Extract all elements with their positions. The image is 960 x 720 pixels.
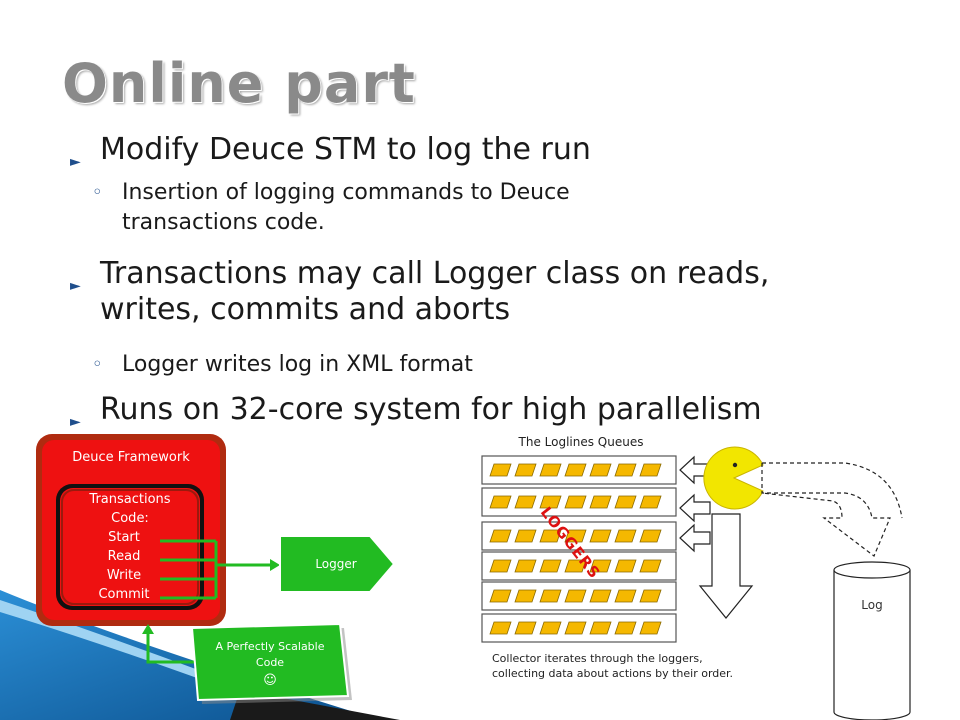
queue-log-block — [564, 621, 587, 635]
left-arrow-icon — [679, 493, 711, 523]
code-line: Code: — [111, 511, 149, 526]
queue-log-block — [589, 559, 612, 573]
queue-log-block — [639, 463, 662, 477]
framework-label: Deuce Framework — [72, 450, 190, 465]
sub-bullet-line: transactions code. — [122, 210, 325, 235]
scalable-line: Code — [256, 656, 284, 669]
queue-log-block — [514, 621, 537, 635]
queues-title: The Loglines Queues — [518, 435, 644, 449]
bullet-arrow-icon: ► — [70, 414, 81, 430]
queue-log-block — [564, 463, 587, 477]
smiley-icon: ☺ — [263, 673, 277, 688]
queue-log-block — [639, 559, 662, 573]
queue-log-block — [514, 463, 537, 477]
bullet-line: Runs on 32-core system for high parallel… — [100, 392, 762, 427]
queue-log-block — [589, 463, 612, 477]
queue-log-block — [489, 495, 512, 509]
collector-note-line: collecting data about actions by their o… — [492, 667, 733, 680]
code-line: Transactions — [88, 492, 170, 507]
queue-log-block — [589, 589, 612, 603]
queue-log-block — [514, 559, 537, 573]
slide-title: Online part — [62, 52, 416, 115]
bullet-line: writes, commits and aborts — [100, 292, 511, 327]
sub-bullet-text: Logger writes log in XML format — [122, 350, 473, 380]
bullet-line: Transactions may call Logger class on re… — [100, 256, 770, 291]
queue-log-block — [539, 589, 562, 603]
queue-log-block — [589, 621, 612, 635]
dashed-curved-arrow — [761, 462, 903, 557]
bullet-arrow-icon: ► — [70, 154, 81, 170]
left-arrow-icon — [679, 523, 711, 553]
queue-log-block — [564, 559, 587, 573]
code-line: Write — [107, 568, 141, 583]
queue-log-block — [639, 589, 662, 603]
code-line: Read — [108, 549, 141, 564]
queue-log-block — [514, 495, 537, 509]
queue-log-block — [564, 589, 587, 603]
queue-log-block — [614, 495, 637, 509]
queue-log-block — [539, 495, 562, 509]
queue-log-block — [489, 559, 512, 573]
queue-log-block — [539, 529, 562, 543]
scalable-code-node: A Perfectly Scalable Code ☺ — [190, 622, 352, 704]
sub-bullet-ring-icon: ◦ — [92, 182, 103, 203]
queue-log-block — [614, 529, 637, 543]
sub-bullet-line: Insertion of logging commands to Deuce — [122, 180, 570, 205]
queue-log-block — [489, 529, 512, 543]
queue-log-block — [589, 495, 612, 509]
queue-log-block — [514, 589, 537, 603]
bullet-text: Transactions may call Logger class on re… — [100, 256, 769, 328]
log-label: Log — [861, 598, 882, 612]
queue-log-block — [639, 495, 662, 509]
down-arrow-icon — [698, 513, 754, 619]
queue-log-block — [564, 495, 587, 509]
loglines-queues — [481, 455, 677, 643]
sub-bullet-text: Insertion of logging commands to Deuce t… — [122, 178, 570, 238]
queue-log-block — [489, 621, 512, 635]
queue-log-block — [614, 589, 637, 603]
code-line: Commit — [98, 587, 149, 602]
queue-log-block — [539, 463, 562, 477]
logger-node: Logger — [279, 535, 396, 593]
sub-bullet-line: Logger writes log in XML format — [122, 352, 473, 377]
logger-label: Logger — [315, 557, 356, 571]
queue-log-block — [639, 529, 662, 543]
queue-log-block — [614, 621, 637, 635]
queue-log-block — [614, 559, 637, 573]
bullet-text: Runs on 32-core system for high parallel… — [100, 392, 762, 428]
pointer-arrows — [679, 455, 711, 553]
log-cylinder: Log — [833, 561, 911, 720]
queue-log-block — [639, 621, 662, 635]
queue-log-block — [539, 621, 562, 635]
queue-log-block — [589, 529, 612, 543]
bullet-text: Modify Deuce STM to log the run — [100, 132, 591, 168]
scalable-line: A Perfectly Scalable — [216, 640, 325, 653]
green-connectors — [142, 539, 280, 664]
queue-log-block — [489, 589, 512, 603]
queue-log-block — [489, 463, 512, 477]
collector-note-line: Collector iterates through the loggers, — [492, 652, 703, 665]
sub-bullet-ring-icon: ◦ — [92, 354, 103, 375]
bullet-arrow-icon: ► — [70, 278, 81, 294]
code-line: Start — [108, 530, 140, 545]
queue-log-block — [514, 529, 537, 543]
bullet-line: Modify Deuce STM to log the run — [100, 132, 591, 167]
queue-log-block — [539, 559, 562, 573]
queue-log-block — [614, 463, 637, 477]
pacman-collector-icon — [703, 446, 764, 510]
queue-log-block — [564, 529, 587, 543]
